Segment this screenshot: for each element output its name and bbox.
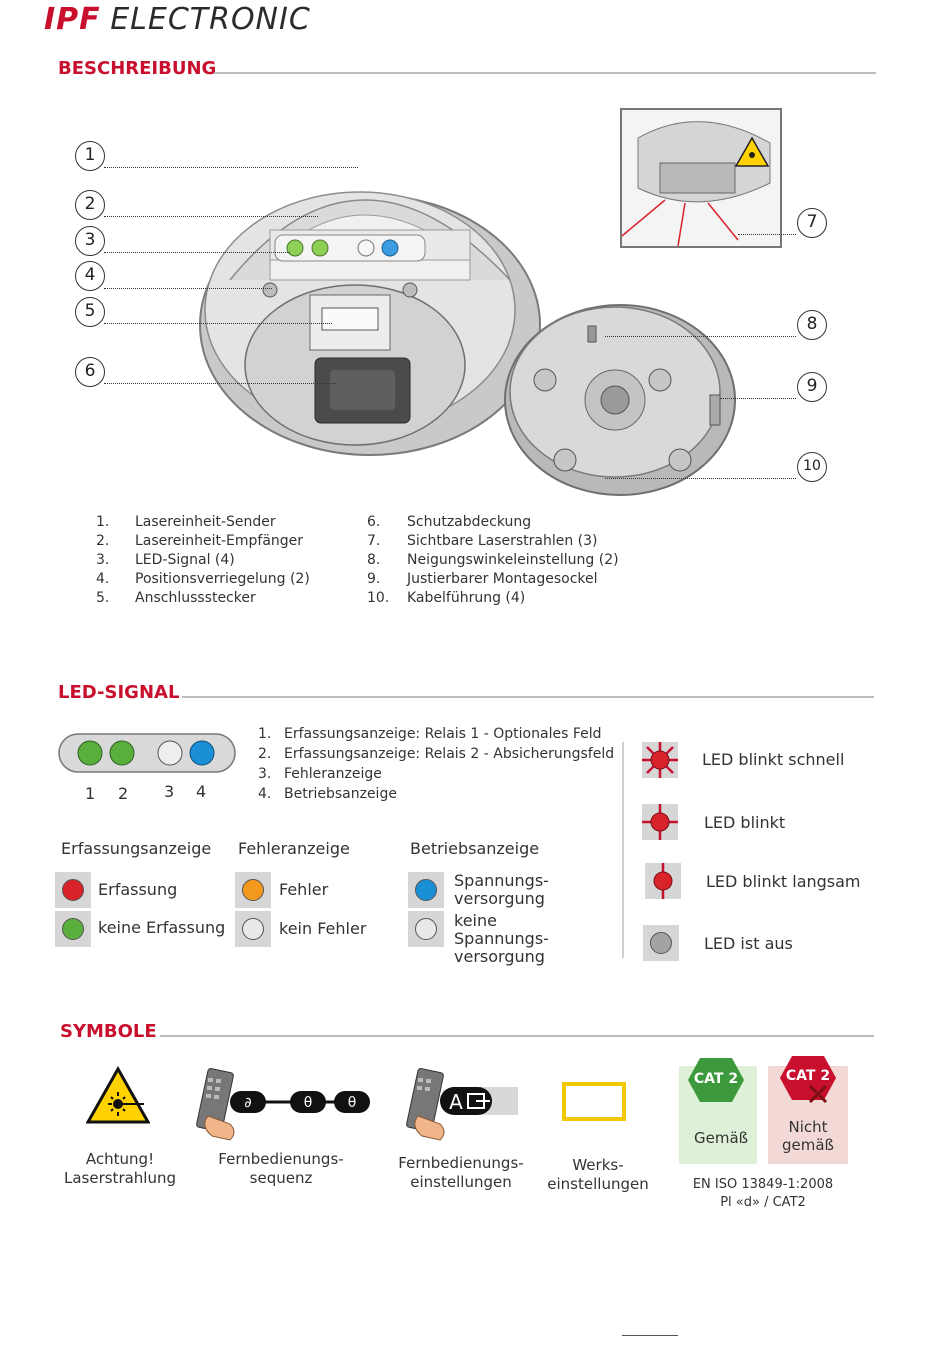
- brand-bold: IPF: [44, 2, 101, 37]
- callout-10: 10: [797, 452, 827, 482]
- standard-reference: EN ISO 13849-1:2008 Pl «d» / CAT2: [692, 1177, 834, 1210]
- callout-8: 8: [797, 310, 827, 340]
- led-error-off-icon: [235, 911, 271, 947]
- factory-settings-icon: [562, 1082, 626, 1121]
- divider: [622, 742, 624, 958]
- sensor-illustration: [199, 191, 736, 496]
- power-title: Betriebsanzeige: [410, 839, 540, 858]
- blink-slow-label: LED blinkt langsam: [706, 872, 861, 891]
- led-number-2: 2: [118, 784, 129, 803]
- led-fast-blink-icon: [642, 742, 678, 778]
- led-number-4: 4: [196, 782, 207, 801]
- leader-line-10: [605, 478, 796, 479]
- led-detection-off-icon: [55, 911, 91, 947]
- callout-3: 3: [75, 226, 105, 256]
- section-rule: [160, 1035, 874, 1037]
- blink-fast-label: LED blinkt schnell: [702, 750, 845, 769]
- section-rule: [182, 696, 874, 698]
- callout-2: 2: [75, 190, 105, 220]
- factory-settings-caption: Werks- einstellungen: [547, 1156, 649, 1193]
- detection-on-label: Erfassung: [98, 880, 178, 899]
- led-strip-illustration: [58, 733, 236, 773]
- power-off-label: keine Spannungs- versorgung: [454, 911, 549, 966]
- svg-text:∂: ∂: [244, 1095, 251, 1111]
- callout-7: 7: [797, 208, 827, 238]
- cat2-compliant-badge-icon: [688, 1058, 744, 1102]
- brand-logo: IPF ELECTRONIC: [44, 2, 311, 37]
- callout-9: 9: [797, 372, 827, 402]
- leader-line-7: [738, 234, 796, 235]
- svg-text:θ: θ: [304, 1095, 313, 1111]
- cat2-noncompliant-badge-icon: [780, 1056, 836, 1104]
- leader-line-9: [720, 398, 796, 399]
- leader-line-1: [104, 167, 358, 168]
- led-power-off-icon: [408, 911, 444, 947]
- section-title-description: BESCHREIBUNG: [58, 58, 217, 79]
- led-list: 1.Erfassungsanzeige: Relais 1 - Optional…: [258, 726, 615, 802]
- led-blink-icon: [642, 804, 678, 840]
- leader-line-6: [104, 383, 336, 384]
- brand-rest: ELECTRONIC: [110, 2, 311, 37]
- led-number-3: 3: [164, 782, 175, 801]
- laser-warning-icon: [86, 1066, 150, 1124]
- callout-5: 5: [75, 297, 105, 327]
- laser-inset-illustration: [620, 108, 782, 248]
- led-slow-blink-icon: [645, 863, 681, 899]
- leader-line-8: [605, 336, 796, 337]
- power-on-label: Spannungs- versorgung: [454, 871, 549, 908]
- parts-list-left: 1.Lasereinheit-Sender 2.Lasereinheit-Emp…: [96, 514, 310, 606]
- callout-4: 4: [75, 261, 105, 291]
- leader-line-5: [104, 323, 332, 324]
- led-off-label: LED ist aus: [704, 934, 793, 953]
- error-title: Fehleranzeige: [238, 839, 350, 858]
- led-detection-on-icon: [55, 872, 91, 908]
- callout-6: 6: [75, 357, 105, 387]
- remote-sequence-caption: Fernbedienungs- sequenz: [218, 1150, 344, 1187]
- led-power-on-icon: [408, 872, 444, 908]
- parts-list-right: 6.Schutzabdeckung 7.Sichtbare Laserstrah…: [367, 514, 619, 606]
- callout-1: 1: [75, 141, 105, 171]
- svg-text:A: A: [449, 1090, 463, 1114]
- detection-off-label: keine Erfassung: [98, 918, 226, 937]
- leader-line-2: [104, 216, 318, 217]
- laser-warning-caption: Achtung! Laserstrahlung: [63, 1150, 177, 1187]
- blink-label: LED blinkt: [704, 813, 786, 832]
- cat2-compliant-badge-text: CAT 2: [693, 1071, 739, 1087]
- error-on-label: Fehler: [279, 880, 329, 899]
- remote-settings-icon: A: [406, 1068, 518, 1141]
- section-rule: [214, 72, 876, 74]
- led-error-on-icon: [235, 872, 271, 908]
- error-off-label: kein Fehler: [279, 919, 367, 938]
- detection-title: Erfassungsanzeige: [61, 839, 212, 858]
- leader-line-4: [104, 288, 272, 289]
- cat2-noncompliant-label: Nicht gemäß: [781, 1118, 834, 1154]
- led-number-1: 1: [85, 784, 96, 803]
- cat2-compliant-label: Gemäß: [694, 1129, 749, 1147]
- leader-line-3: [104, 252, 290, 253]
- remote-sequence-icon: ∂ θ θ: [196, 1068, 370, 1141]
- footer-rule: [622, 1335, 678, 1336]
- section-title-led-signal: LED-SIGNAL: [58, 682, 180, 703]
- led-off-icon: [643, 925, 679, 961]
- cat2-noncompliant-badge-text: CAT 2: [785, 1068, 831, 1084]
- svg-text:θ: θ: [348, 1095, 357, 1111]
- section-title-symbols: SYMBOLE: [60, 1021, 157, 1042]
- remote-settings-caption: Fernbedienungs- einstellungen: [398, 1154, 524, 1191]
